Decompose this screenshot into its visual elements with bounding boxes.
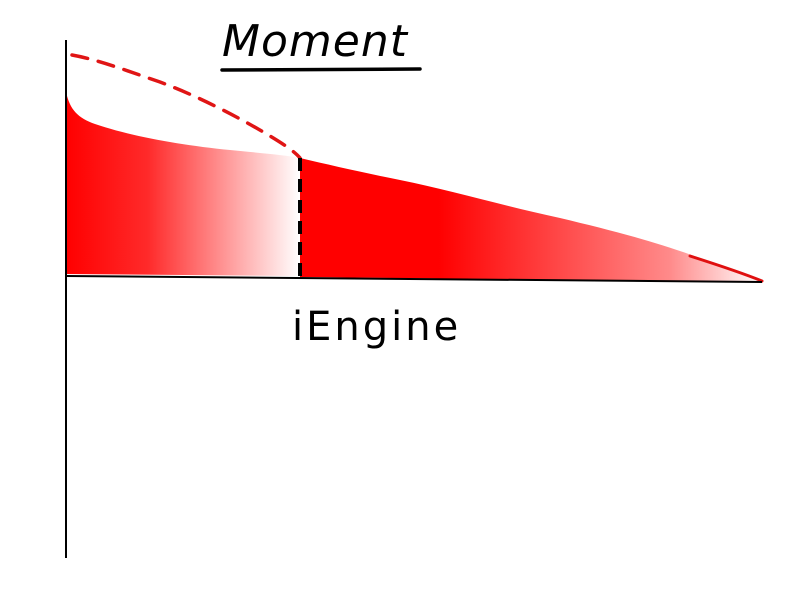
diagram-title: Moment [222, 16, 409, 67]
moment-curve-tail [688, 254, 764, 283]
dashed-moment-curve [70, 53, 302, 160]
engine-marker-label: iEngine [292, 304, 461, 350]
title-underline [220, 67, 422, 72]
moment-area-left [66, 92, 300, 276]
horizontal-axis [65, 275, 763, 283]
moment-area-right [300, 158, 762, 282]
